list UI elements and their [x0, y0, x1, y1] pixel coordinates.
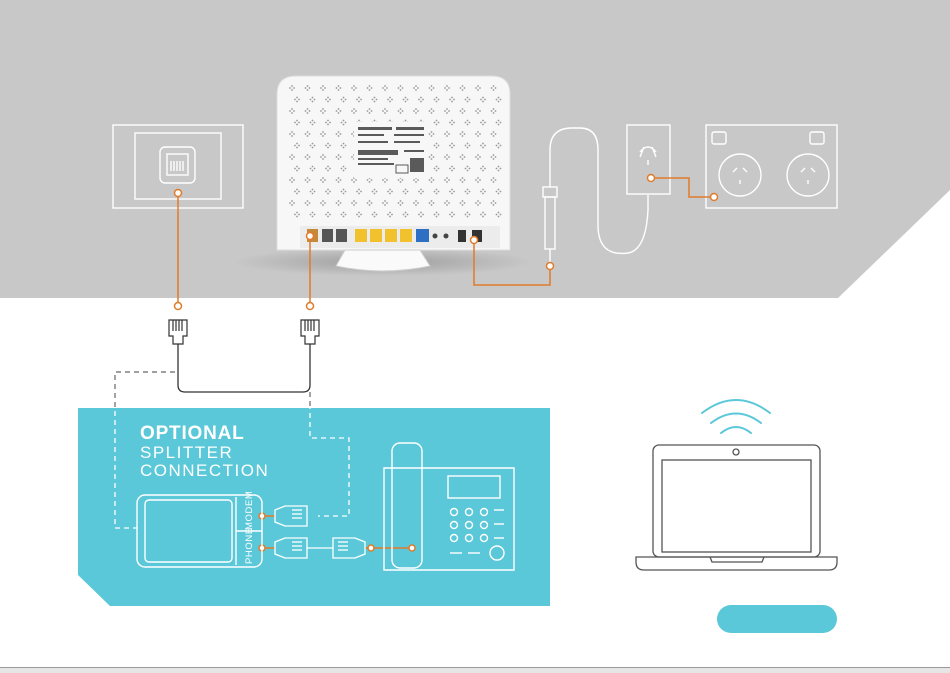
splitter-title: OPTIONAL [140, 423, 245, 444]
laptop-icon [636, 445, 837, 570]
router-lan-port-2 [370, 229, 382, 242]
router-phone-port-2 [336, 229, 347, 242]
router-phone-port-1 [322, 229, 333, 242]
router-reset-button [433, 234, 438, 239]
wifi-icon [702, 400, 770, 433]
direct-phone-cable [178, 344, 310, 392]
router-usb-port [458, 230, 466, 242]
router-stand [336, 250, 430, 271]
router-wps-button [444, 234, 449, 239]
rj11-plug-left [169, 320, 187, 344]
router-lan-port-1 [355, 229, 367, 242]
splitter-modem-port-label: MODEM [244, 491, 255, 530]
rj11-plug-right [301, 320, 319, 344]
router-wan-port [416, 229, 429, 242]
router-lan-port-3 [385, 229, 397, 242]
splitter-subtitle-line1: SPLITTER [140, 443, 233, 462]
bottom-bar [0, 667, 950, 673]
splitter-phone-port-label: PHONE [244, 527, 255, 564]
splitter-subtitle-line2: CONNECTION [140, 461, 269, 480]
dashed-cable-on-white [115, 372, 175, 408]
pill-button[interactable] [717, 605, 837, 633]
router-lan-port-4 [400, 229, 412, 242]
